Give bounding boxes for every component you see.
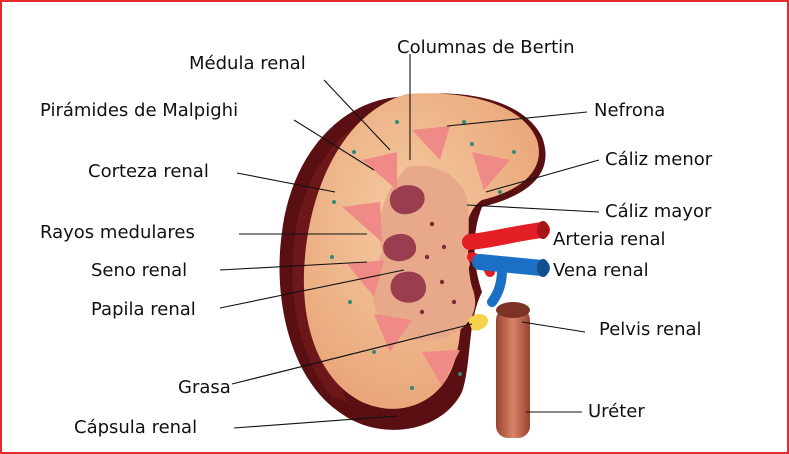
label-papila-renal: Papila renal <box>91 300 196 320</box>
label-caliz-menor: Cáliz menor <box>605 150 712 170</box>
label-corteza-renal: Corteza renal <box>88 162 209 182</box>
label-columnas-de-bertin: Columnas de Bertin <box>397 38 575 58</box>
label-caliz-mayor: Cáliz mayor <box>605 202 711 222</box>
label-grasa: Grasa <box>178 378 231 398</box>
label-piramides-de-malpighi: Pirámides de Malpighi <box>40 101 238 121</box>
label-pelvis-renal: Pelvis renal <box>599 320 702 340</box>
label-capsula-renal: Cápsula renal <box>74 418 197 438</box>
label-vena-renal: Vena renal <box>553 261 649 281</box>
renal-vein-shape <box>480 259 549 302</box>
label-arteria-renal: Arteria renal <box>553 230 666 250</box>
label-nefrona: Nefrona <box>594 101 665 121</box>
label-medula-renal: Médula renal <box>189 54 306 74</box>
label-seno-renal: Seno renal <box>91 261 187 281</box>
label-rayos-medulares: Rayos medulares <box>40 223 195 243</box>
label-ureter: Uréter <box>588 402 645 422</box>
